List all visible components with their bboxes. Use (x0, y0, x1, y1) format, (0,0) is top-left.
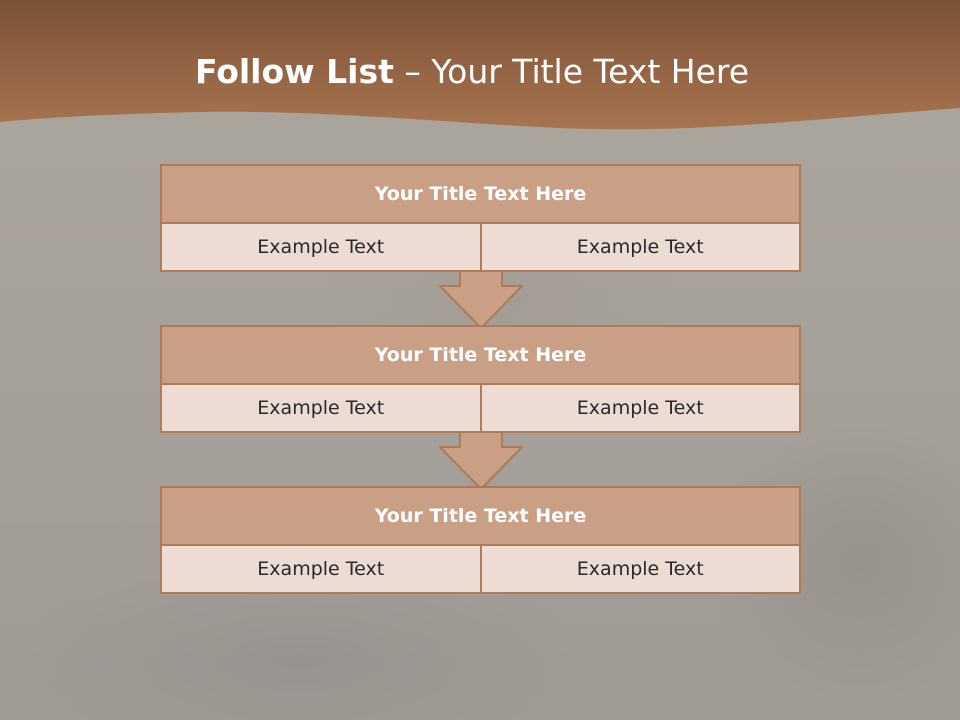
step-row: Example Text Example Text (162, 385, 799, 431)
step-title: Your Title Text Here (162, 327, 799, 385)
step-box-3: Your Title Text Here Example Text Exampl… (160, 486, 801, 594)
header-band (0, 0, 960, 130)
step-row: Example Text Example Text (162, 546, 799, 592)
down-arrow-icon (439, 270, 523, 329)
step-box-1: Your Title Text Here Example Text Exampl… (160, 164, 801, 272)
step-title: Your Title Text Here (162, 166, 799, 224)
step-left-text: Example Text (257, 397, 385, 419)
step-right-text: Example Text (479, 546, 800, 592)
step-title: Your Title Text Here (162, 488, 799, 546)
step-left-text: Example Text (257, 558, 385, 580)
slide-title: Follow List – Your Title Text Here (0, 52, 944, 91)
slide-title-rest: – Your Title Text Here (393, 52, 750, 91)
step-right-text: Example Text (479, 224, 800, 270)
step-box-2: Your Title Text Here Example Text Exampl… (160, 325, 801, 433)
step-right-text: Example Text (479, 385, 800, 431)
down-arrow-icon (439, 431, 523, 490)
step-row: Example Text Example Text (162, 224, 799, 270)
step-left-text: Example Text (257, 236, 385, 258)
slide-title-bold: Follow List (194, 52, 394, 91)
